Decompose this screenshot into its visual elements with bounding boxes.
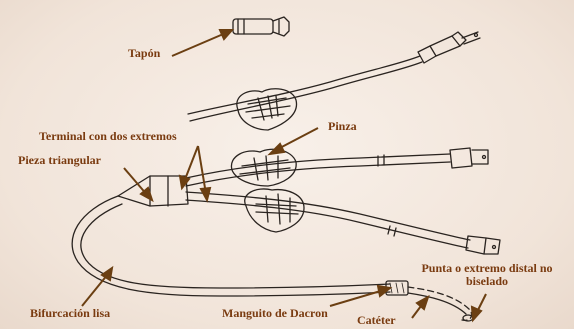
main-catheter-drawing <box>72 196 473 321</box>
label-manguito: Manguito de Dacron <box>222 307 328 320</box>
label-terminal: Terminal con dos extremos <box>39 130 177 143</box>
label-tapon: Tapón <box>128 47 160 60</box>
label-bifurcacion: Bifurcación lisa <box>30 307 110 320</box>
label-punta-line2: biselado <box>402 275 572 288</box>
middle-line-drawing <box>186 148 488 186</box>
cap-drawing <box>233 17 289 36</box>
label-punta: Punta o extremo distal no biselado <box>402 262 572 288</box>
label-pieza-triangular: Pieza triangular <box>18 154 101 167</box>
label-cateter: Catéter <box>357 314 396 327</box>
lower-line-drawing <box>186 189 500 254</box>
label-pinza: Pinza <box>328 120 357 133</box>
upper-line-drawing <box>188 32 480 130</box>
